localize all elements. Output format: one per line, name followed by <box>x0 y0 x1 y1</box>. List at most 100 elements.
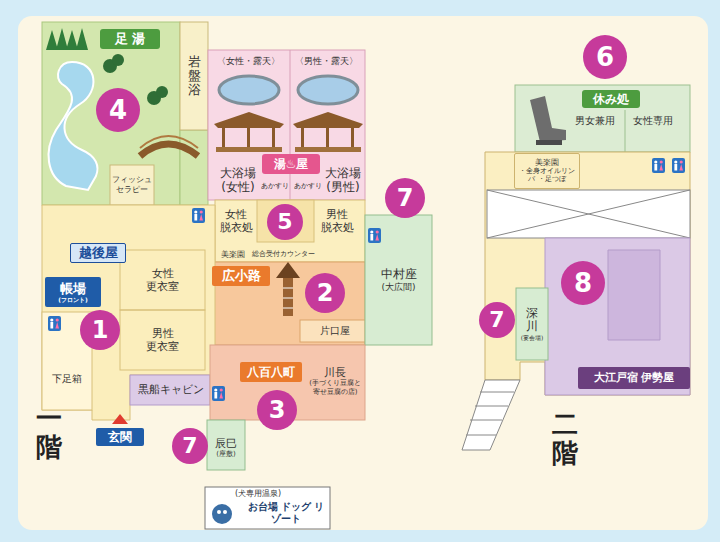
text-slot: 5 <box>267 204 303 240</box>
place-label: 〈男性・露天〉 <box>295 56 358 67</box>
place-label: 男女兼用 <box>575 115 615 127</box>
room-box: フィッシュ セラピー <box>110 165 154 205</box>
place-label: あかすり <box>294 182 322 190</box>
room-ground <box>215 200 365 262</box>
text-slot: 3 <box>257 390 297 430</box>
bath-area: 〈女性・露天〉大浴場 (女性)あかすり <box>208 50 290 200</box>
place-label: 足 湯 <box>100 29 160 49</box>
salon-box: 美楽園・全身オイルリンパ ・足つぼ <box>514 153 580 189</box>
place-label: 黒船キャビン <box>138 383 204 396</box>
shop-label: 美楽園 <box>221 250 245 260</box>
place-label: 大江戸宿 伊勢屋 <box>594 371 675 384</box>
void <box>487 190 690 238</box>
garden-ground <box>180 130 208 205</box>
callout-number: 2 <box>305 273 345 313</box>
room-outline <box>120 250 205 310</box>
front-tag: 帳場(フロント) <box>45 277 101 307</box>
dog-resort-box <box>205 487 330 529</box>
place-label: 大浴場 (男性) <box>324 166 362 195</box>
place-label: (宴会場) <box>521 334 544 341</box>
street-tag: 八百八町 <box>240 362 302 382</box>
floor-label: 二階 <box>552 410 578 467</box>
text-slot: お台場 ドッグ リゾート <box>245 501 327 525</box>
room-box: 男性 更衣室 <box>120 310 205 370</box>
room-box: 岩盤浴 <box>180 22 208 130</box>
place-label: フィッシュ セラピー <box>111 175 153 194</box>
callout-number: 4 <box>96 88 140 132</box>
rest-area: 休み処男女兼用 女性専用 <box>515 85 690 152</box>
callout-number: 6 <box>583 35 627 79</box>
room-ground <box>516 288 548 360</box>
trees <box>46 28 88 50</box>
callout-number: 7 <box>479 302 515 338</box>
shop-box: 片口屋 <box>305 322 365 340</box>
place-label: 岩盤浴 <box>188 55 201 98</box>
place-label: 湯♨屋 <box>274 157 309 171</box>
floor-label: 一階 <box>36 404 62 461</box>
shop-tag: 越後屋 <box>70 243 126 263</box>
void-cross <box>487 190 690 238</box>
rest-ground <box>515 85 690 152</box>
place-label: 下足箱 <box>52 373 82 385</box>
room-ground <box>207 420 245 470</box>
text-slot: 7 <box>172 428 208 464</box>
stairs <box>462 380 520 450</box>
text-slot: 二階 <box>552 410 578 467</box>
entrance-tag: 玄関 <box>96 428 144 446</box>
pool <box>298 76 358 104</box>
bridge-rail <box>140 136 198 148</box>
hall-box: 中村座(大広間) <box>365 215 432 345</box>
inn-tag: 大江戸宿 伊勢屋 <box>578 367 690 389</box>
text-slot: 女性専用 <box>633 115 673 127</box>
shop-box: 川長(手づくり豆腐と 寄せ豆腐の店) <box>304 345 366 417</box>
place-label: 中村座 <box>381 267 417 281</box>
place-label: 帳場 <box>60 281 86 297</box>
bath-area: 〈男性・露天〉大浴場 (男性)あかすり <box>290 50 365 200</box>
divider <box>290 50 291 200</box>
place-label: あかすり <box>261 182 289 190</box>
bridge <box>140 144 198 156</box>
text-slot: 休み処 <box>582 90 640 108</box>
room-ground <box>110 165 154 205</box>
text-slot: 8 <box>561 261 605 305</box>
room-box: 辰巳(座敷) <box>207 425 245 470</box>
place-label: 大浴場 (女性) <box>218 166 258 195</box>
place-label: (手づくり豆腐と 寄せ豆腐の店) <box>306 379 364 396</box>
room-outline <box>120 310 205 370</box>
pavilion <box>293 112 363 152</box>
text-slot: 大浴場 (女性) <box>218 166 258 195</box>
room-box: 男性 脱衣処 <box>314 200 360 242</box>
callout-number: 7 <box>172 428 208 464</box>
entrance-arrow <box>112 414 128 424</box>
divider <box>625 110 626 152</box>
place-label: 広小路 <box>222 268 261 284</box>
place-label: (フロント) <box>58 296 87 303</box>
room-box: 深川(宴会場) <box>516 288 548 360</box>
place-label: お台場 ドッグ リゾート <box>245 501 327 525</box>
place-label: 休み処 <box>582 90 640 108</box>
place-label: 玄関 <box>108 430 132 444</box>
place-label: 〈女性・露天〉 <box>217 56 280 67</box>
text-slot: 足 湯 <box>100 29 160 49</box>
place-label: 男性 更衣室 <box>145 327 181 353</box>
place-label: 女性 脱衣処 <box>218 208 254 234</box>
place-label: (犬専用温泉) <box>235 489 281 499</box>
inn-ground <box>545 238 690 395</box>
text-slot: 4 <box>96 88 140 132</box>
floor-ground <box>485 152 690 395</box>
place-label: 女性 更衣室 <box>145 267 181 293</box>
street-tag: 広小路 <box>212 266 270 286</box>
text-slot: 美楽園 <box>221 250 245 260</box>
room-ground <box>130 375 210 405</box>
place-label: 男性 脱衣処 <box>319 208 355 234</box>
text-slot: 一階 <box>36 404 62 461</box>
area-tag: 湯♨屋 <box>262 154 320 174</box>
text-slot: (犬専用温泉) <box>235 489 281 499</box>
room-box: 女性 脱衣処 <box>215 200 257 242</box>
callout-number: 7 <box>385 178 425 218</box>
text-slot: 〈男性・露天〉 <box>295 56 358 67</box>
shop-ground <box>300 320 365 342</box>
text-slot: 1 <box>80 310 120 350</box>
